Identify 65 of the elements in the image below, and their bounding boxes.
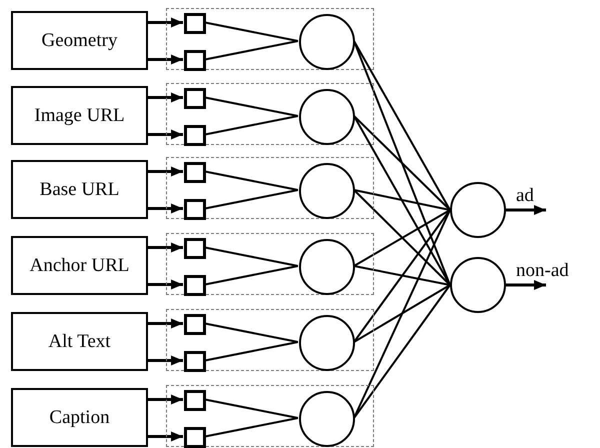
- connection-line: [204, 265, 298, 286]
- input-square: [184, 275, 206, 296]
- connection-line: [204, 170, 298, 191]
- connection-line: [204, 246, 298, 267]
- input-square: [184, 238, 206, 259]
- connection-line: [204, 40, 298, 60]
- group-box: [166, 8, 374, 70]
- arrow: [148, 204, 183, 214]
- input-box: [11, 86, 148, 145]
- input-box: [11, 160, 148, 219]
- input-box: [11, 388, 148, 447]
- input-label: Caption: [49, 406, 110, 430]
- arrow: [148, 318, 183, 328]
- input-box: [11, 236, 148, 295]
- arrow: [148, 54, 183, 64]
- arrow: [148, 280, 183, 290]
- connection-line: [354, 189, 450, 211]
- connection-line: [353, 284, 451, 343]
- input-label: Base URL: [40, 178, 120, 202]
- connection-line: [204, 22, 298, 42]
- connection-line: [354, 265, 450, 286]
- group-box: [166, 233, 374, 295]
- arrow: [506, 205, 546, 215]
- arrow: [148, 18, 183, 28]
- connection-line: [204, 341, 298, 362]
- arrow: [148, 242, 183, 252]
- input-label: Anchor URL: [30, 254, 130, 278]
- input-label: Alt Text: [48, 330, 111, 354]
- connection-line: [353, 284, 451, 419]
- arrow: [148, 432, 183, 442]
- connection-line: [204, 417, 298, 438]
- connection-line: [353, 115, 451, 211]
- arrow: [148, 92, 183, 102]
- input-box: [11, 312, 148, 371]
- input-square: [184, 13, 206, 34]
- arrow: [148, 130, 183, 140]
- connection-line: [204, 115, 298, 136]
- input-label: Geometry: [42, 28, 118, 52]
- connection-line: [353, 189, 451, 286]
- input-square: [184, 390, 206, 411]
- input-square: [184, 314, 206, 335]
- input-square: [184, 125, 206, 146]
- input-box: [11, 11, 148, 70]
- input-square: [184, 199, 206, 220]
- connection-line: [204, 322, 298, 343]
- input-square: [184, 50, 206, 71]
- arrow: [148, 394, 183, 404]
- connection-line: [204, 96, 298, 117]
- connection-line: [204, 189, 298, 210]
- input-square: [184, 88, 206, 109]
- connection-line: [204, 398, 298, 419]
- connection-line: [353, 209, 451, 343]
- input-label: Image URL: [34, 104, 125, 128]
- connection-line: [354, 209, 450, 267]
- arrow: [148, 356, 183, 366]
- group-box: [166, 157, 374, 219]
- connection-line: [353, 40, 451, 210]
- input-square: [184, 351, 206, 372]
- input-square: [184, 162, 206, 183]
- input-square: [184, 427, 206, 448]
- group-box: [166, 83, 374, 145]
- group-box: [166, 309, 374, 371]
- group-box: [166, 385, 374, 447]
- arrow: [148, 166, 183, 176]
- arrow: [506, 280, 546, 290]
